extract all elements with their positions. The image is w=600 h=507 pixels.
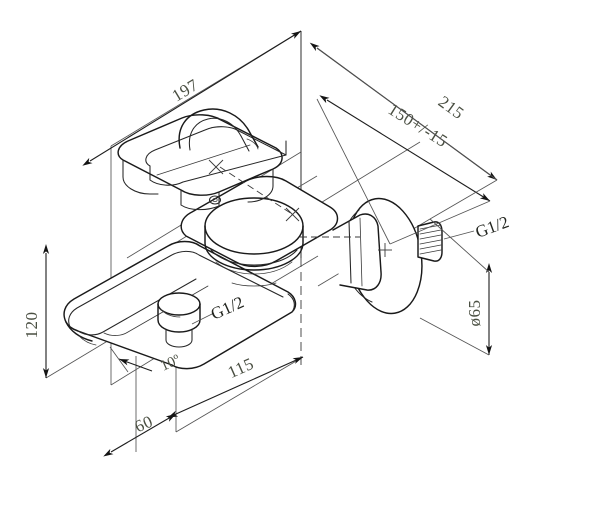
dimension-60-label: 60 <box>132 412 156 437</box>
dimension-diameter-65: ø65 <box>419 218 493 356</box>
diverter-knob <box>157 292 201 348</box>
wall-escutcheon <box>332 197 443 315</box>
faucet-assembly <box>63 108 443 370</box>
dimension-extensions-right <box>316 47 498 245</box>
dimension-10-degrees: 10º <box>109 346 183 375</box>
label-g12-inlet-text: G1/2 <box>473 212 511 241</box>
spout-outlet <box>65 321 97 346</box>
dimension-10-degrees-label: 10º <box>158 352 183 375</box>
dimension-120-label: 120 <box>22 312 41 339</box>
dimension-120: 120 <box>22 244 50 378</box>
centre-cross-marks <box>208 159 392 257</box>
dimension-diameter-65-label: ø65 <box>465 300 484 327</box>
dimension-197-label: 197 <box>169 75 202 105</box>
dimension-115-label: 115 <box>225 354 257 382</box>
mixer-body <box>180 175 339 287</box>
threaded-nipple <box>417 221 443 262</box>
dimension-215-label: 215 <box>435 92 468 123</box>
dimension-60: 60 <box>103 412 177 457</box>
